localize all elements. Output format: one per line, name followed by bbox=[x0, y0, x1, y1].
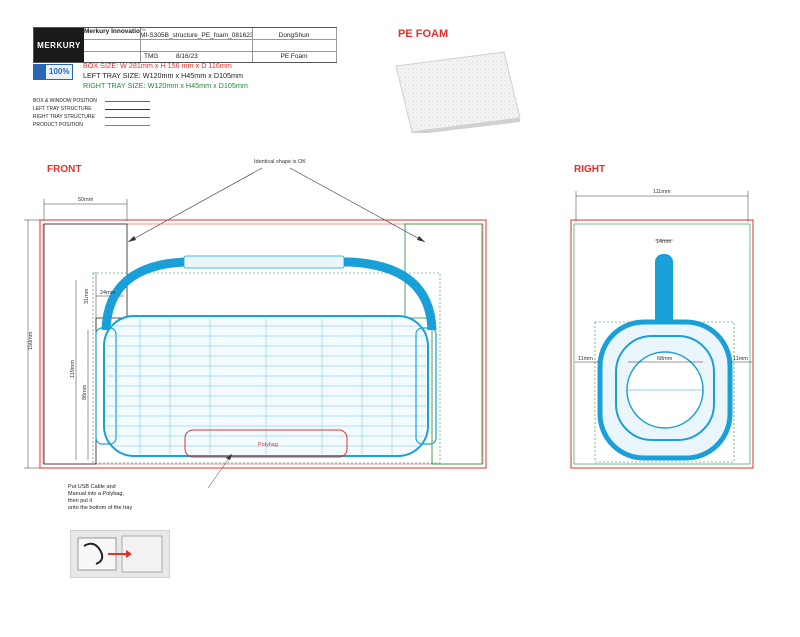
vendor-cell: DongShun bbox=[252, 28, 337, 40]
front-title: FRONT bbox=[47, 164, 82, 175]
polybag-label: Polybag bbox=[258, 442, 278, 448]
tb-row2-c bbox=[252, 39, 337, 52]
material-cell: PE Foam bbox=[252, 51, 337, 62]
file-name: MI-S305B_structure_PE_foam_081623.ai bbox=[140, 32, 253, 39]
recycle-icon bbox=[34, 65, 46, 79]
company-cell: Merkury Innovations bbox=[84, 28, 141, 40]
vendor-name: DongShun bbox=[278, 32, 310, 39]
recycle-percent: 100% bbox=[49, 67, 70, 76]
merkury-logo: MERKURY bbox=[34, 28, 84, 62]
date-cell: TMG 8/16/23 bbox=[140, 51, 253, 62]
right-box-outline bbox=[570, 219, 754, 469]
note-line-4: onto the bottom of the tray bbox=[68, 505, 133, 511]
title-block: MERKURY Merkury Innovations File MI-S305… bbox=[33, 27, 337, 63]
callout-arrow-left bbox=[127, 167, 263, 243]
right-product-handle bbox=[655, 254, 673, 336]
tb-row3-a bbox=[84, 51, 141, 62]
tb-row2-b bbox=[140, 39, 253, 52]
callout-arrow-right bbox=[289, 167, 426, 243]
pe-foam-title: PE FOAM bbox=[398, 28, 449, 40]
material: PE Foam bbox=[280, 53, 308, 60]
dim-111mm: 111mm bbox=[653, 189, 671, 195]
note-line-1: Put USB Cable and bbox=[68, 484, 116, 490]
right-title: RIGHT bbox=[574, 164, 606, 175]
dim-11mm-right: 11mm bbox=[733, 356, 748, 362]
legend-box-line bbox=[105, 101, 150, 102]
date-code: TMG bbox=[144, 53, 159, 60]
legend-product-label: PRODUCT POSITION bbox=[33, 122, 83, 128]
front-box-outline bbox=[39, 219, 487, 469]
dim-68mm: 68mm bbox=[657, 356, 673, 362]
date: 8/16/23 bbox=[176, 53, 198, 60]
dim-86mm: 86mm bbox=[82, 384, 88, 400]
box-size-spec: BOX SIZE: W 281mm x H 156 mm x D 116mm bbox=[83, 61, 232, 70]
left-tray-spec: LEFT TRAY SIZE: W120mm x H45mm x D105mm bbox=[83, 71, 244, 80]
right-tray-spec: RIGHT TRAY SIZE: W120mm x H45mm x D105mm bbox=[83, 81, 248, 90]
dim-24mm: 24mm bbox=[100, 290, 116, 296]
company-name: Merkury Innovations bbox=[84, 28, 140, 35]
dim-150mm: 150mm bbox=[28, 331, 34, 350]
tb-row2-a bbox=[84, 39, 141, 52]
file-label: File bbox=[140, 28, 146, 32]
dim-119mm: 119mm bbox=[70, 360, 76, 378]
legend-box-label: BOX & WINDOW POSITION bbox=[33, 98, 97, 104]
note-line-3: then put it bbox=[68, 498, 93, 504]
recycle-badge: 100% bbox=[33, 64, 73, 80]
pe-foam-sample-image bbox=[392, 48, 522, 135]
legend-left-tray-line bbox=[105, 109, 150, 110]
dim-14mm: 14mm bbox=[656, 239, 672, 245]
dim-11mm-left: 11mm bbox=[578, 356, 593, 362]
dim-31mm: 31mm bbox=[84, 288, 90, 304]
file-cell: File MI-S305B_structure_PE_foam_081623.a… bbox=[140, 28, 253, 40]
dim-50mm: 50mm bbox=[78, 197, 94, 203]
legend-right-tray-label: RIGHT TRAY STRUCTURE bbox=[33, 114, 95, 120]
legend-product-line bbox=[105, 125, 150, 126]
legend-right-tray-line bbox=[105, 117, 150, 118]
callout-text: Identical shape is OK bbox=[254, 159, 306, 165]
legend-left-tray-label: LEFT TRAY STRUCTURE bbox=[33, 106, 92, 112]
polybag-photo bbox=[69, 529, 171, 579]
packing-note: Put USB Cable and Manual into a Polybag,… bbox=[68, 484, 132, 512]
note-line-2: Manual into a Polybag, bbox=[68, 491, 124, 497]
polybag-outline bbox=[184, 429, 348, 458]
